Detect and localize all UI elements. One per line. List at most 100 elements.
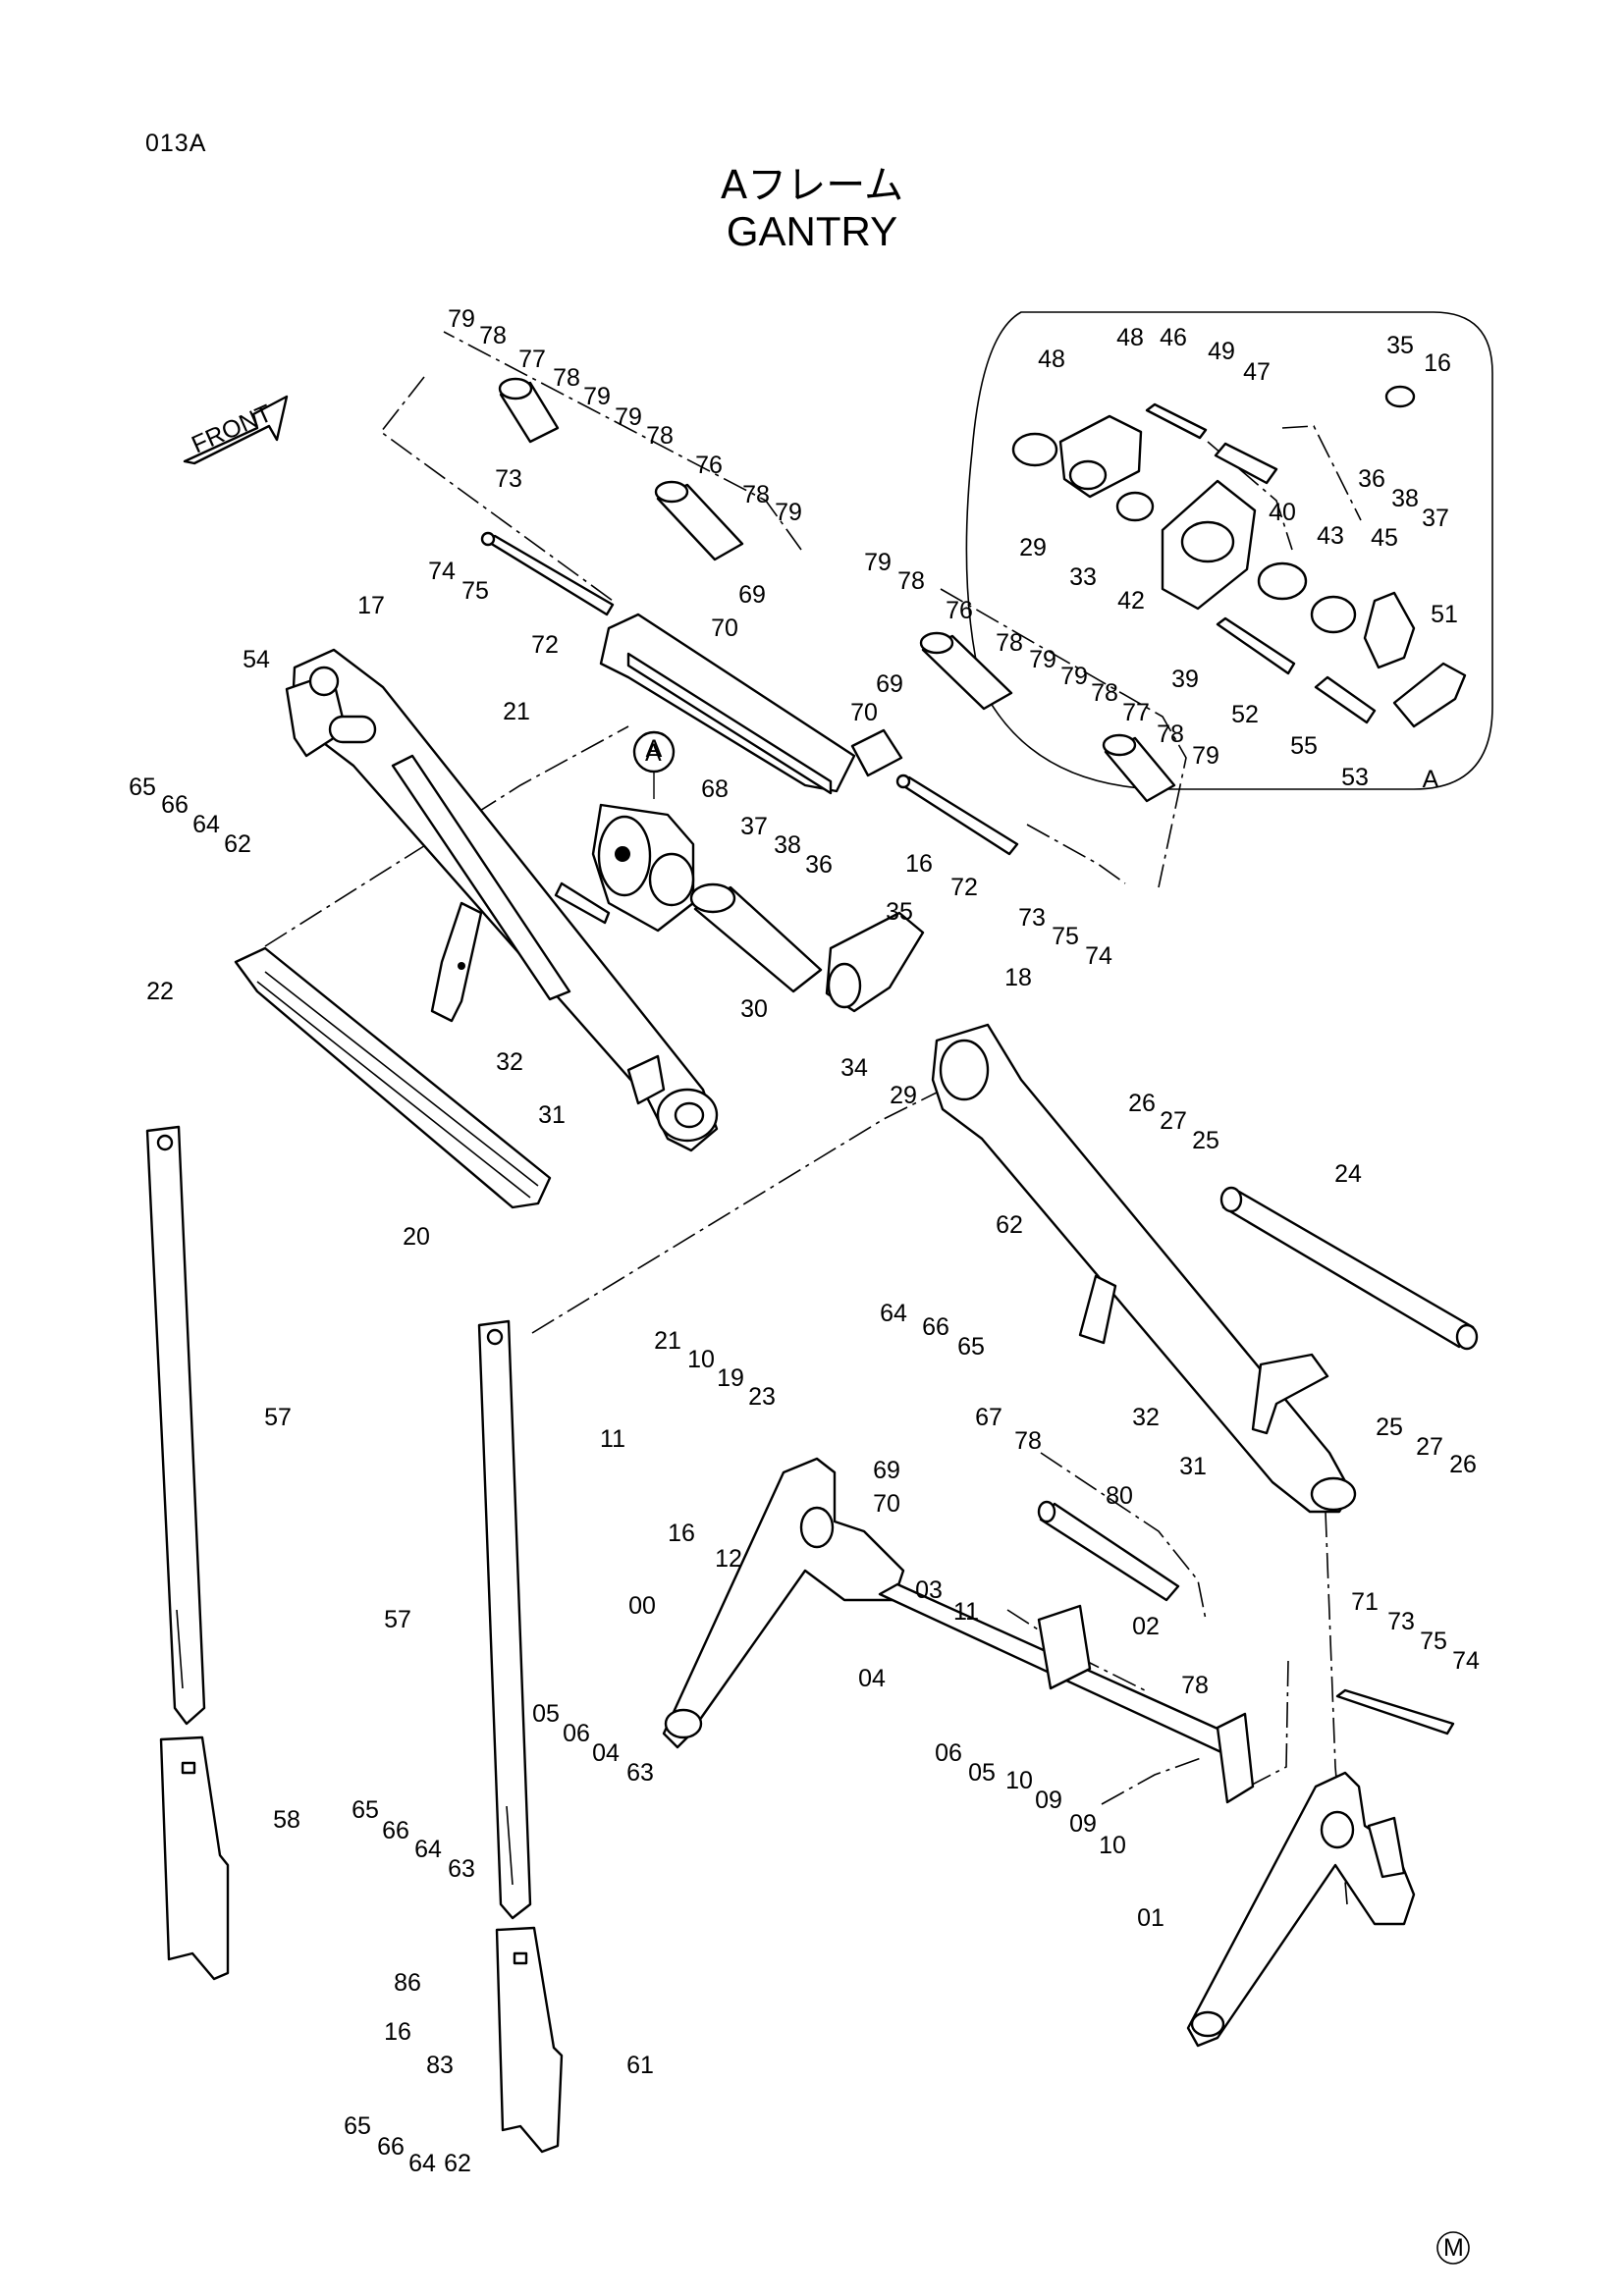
callout-22: 22 <box>146 978 174 1005</box>
pin-24 <box>1219 1186 1479 1351</box>
sheave-assembly: A <box>554 730 695 933</box>
callout-78: 78 <box>1091 679 1118 707</box>
callout-51: 51 <box>1431 601 1458 628</box>
callout-00: 00 <box>628 1592 656 1620</box>
callout-66: 66 <box>377 2133 405 2161</box>
callout-05: 05 <box>968 1759 996 1787</box>
callout-25: 25 <box>1376 1414 1403 1441</box>
callout-64: 64 <box>414 1836 442 1863</box>
tubes-upper <box>498 377 1176 803</box>
callout-04: 04 <box>592 1739 620 1767</box>
callout-79: 79 <box>448 305 475 333</box>
detail-a-marker-label: A <box>645 739 662 767</box>
callout-70: 70 <box>850 699 878 726</box>
callout-86: 86 <box>394 1969 421 1997</box>
callout-09: 09 <box>1069 1810 1097 1838</box>
callout-23: 23 <box>748 1383 776 1411</box>
callout-63: 63 <box>626 1759 654 1787</box>
page-code: 013A <box>145 130 207 157</box>
callout-78: 78 <box>479 322 507 349</box>
callout-19: 19 <box>717 1364 744 1392</box>
callout-21: 21 <box>654 1327 681 1355</box>
callout-47: 47 <box>1243 358 1271 386</box>
callout-78: 78 <box>1014 1427 1042 1455</box>
callout-63: 63 <box>448 1855 475 1883</box>
callout-20: 20 <box>403 1223 430 1251</box>
shaft-72-lower <box>895 774 1019 856</box>
callout-30: 30 <box>740 995 768 1023</box>
callout-77: 77 <box>1122 699 1150 726</box>
callout-16: 16 <box>668 1520 695 1547</box>
beam-02 <box>878 1582 1255 1804</box>
callout-48: 48 <box>1116 324 1144 351</box>
callout-75: 75 <box>1052 923 1079 950</box>
callout-79: 79 <box>1060 663 1088 690</box>
callout-78: 78 <box>553 364 580 392</box>
callout-12: 12 <box>715 1545 742 1573</box>
callout-66: 66 <box>922 1313 949 1341</box>
callout-54: 54 <box>243 646 270 673</box>
callout-78: 78 <box>646 422 674 450</box>
callout-79: 79 <box>615 403 642 431</box>
callout-38: 38 <box>1391 485 1419 512</box>
callout-01: 01 <box>1137 1904 1164 1932</box>
callout-78: 78 <box>897 567 925 595</box>
callout-68: 68 <box>701 775 729 803</box>
plate-34 <box>825 911 925 1013</box>
front-label: FRONT <box>188 400 276 459</box>
callout-64: 64 <box>408 2150 436 2177</box>
callout-79: 79 <box>583 383 611 410</box>
callout-78: 78 <box>742 481 770 508</box>
callout-58: 58 <box>273 1806 300 1834</box>
callout-25: 25 <box>1192 1127 1219 1154</box>
plate-20 <box>234 754 571 1209</box>
callout-62: 62 <box>224 830 251 858</box>
page-title-en: GANTRY <box>726 208 898 254</box>
callout-74: 74 <box>1452 1647 1480 1675</box>
linkage-01 <box>1186 1771 1416 2048</box>
page-title-jp: Aフレーム <box>720 163 904 208</box>
linkage-00 <box>662 1457 905 1749</box>
callout-05: 05 <box>532 1700 560 1728</box>
callout-48: 48 <box>1038 346 1065 373</box>
callout-73: 73 <box>1018 904 1046 932</box>
callout-10: 10 <box>687 1346 715 1373</box>
callout-78: 78 <box>996 629 1023 657</box>
callout-32: 32 <box>496 1048 523 1076</box>
callout-06: 06 <box>563 1720 590 1747</box>
callout-66: 66 <box>161 791 189 819</box>
callout-39: 39 <box>1171 666 1199 693</box>
callout-10: 10 <box>1099 1832 1126 1859</box>
callout-27: 27 <box>1416 1433 1443 1461</box>
callout-72: 72 <box>950 874 978 901</box>
callout-A: A <box>1423 766 1439 793</box>
detail-a-parts <box>1011 385 1467 728</box>
callout-79: 79 <box>1029 646 1056 673</box>
callout-61: 61 <box>626 2052 654 2079</box>
link-57-left <box>145 1125 206 1726</box>
callout-29: 29 <box>1019 534 1047 561</box>
shaft-72-upper <box>480 531 615 616</box>
callout-A: A <box>646 735 663 763</box>
callout-29: 29 <box>890 1082 917 1109</box>
callout-06: 06 <box>935 1739 962 1767</box>
callout-53: 53 <box>1341 764 1369 791</box>
callout-76: 76 <box>695 452 723 479</box>
callout-78: 78 <box>1181 1672 1209 1699</box>
tower-61 <box>495 1926 564 2154</box>
callout-70: 70 <box>711 614 738 642</box>
callout-80: 80 <box>1106 1482 1133 1510</box>
m-mark: M <box>1436 2231 1470 2265</box>
callout-labels: 7978777879797876787973747572697017542165… <box>129 305 1480 2177</box>
callout-21: 21 <box>503 698 530 725</box>
callout-37: 37 <box>740 813 768 840</box>
callout-79: 79 <box>775 499 802 526</box>
callout-75: 75 <box>461 577 489 605</box>
callout-11: 11 <box>953 1598 979 1626</box>
pin-80 <box>1037 1500 1180 1602</box>
callout-52: 52 <box>1231 701 1259 728</box>
callout-36: 36 <box>1358 465 1385 493</box>
callout-24: 24 <box>1334 1160 1362 1188</box>
callout-77: 77 <box>518 346 546 373</box>
callout-74: 74 <box>1085 942 1112 970</box>
